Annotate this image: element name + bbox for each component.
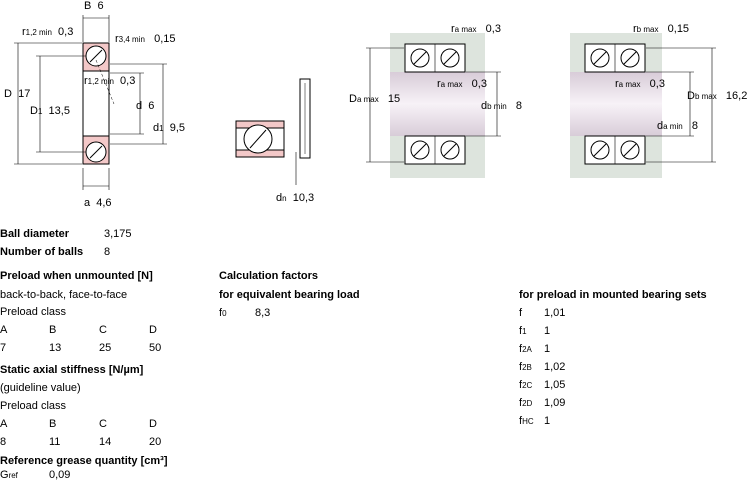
preload-subtitle: back-to-back, face-to-face: [0, 289, 128, 301]
stiffness-subtitle: (guideline value): [0, 382, 81, 394]
dim-r12-inner: r1,2 min 0,3: [84, 75, 136, 87]
stiffness-value-d: 20: [149, 436, 162, 448]
stiffness-value-b: 11: [49, 436, 61, 448]
stiffness-class-c: C: [99, 418, 107, 430]
stiffness-value-a: 8: [0, 436, 7, 448]
preload-value-b: 13: [49, 342, 62, 354]
dim-Da-max: Da max 15: [349, 93, 401, 105]
preload-factor-symbol: f2B: [519, 361, 532, 373]
calc-f0-symbol: f0: [219, 307, 227, 319]
dim-Db-max: Db max 16,2: [687, 90, 748, 102]
preload-factor-value: 1,01: [544, 307, 566, 319]
preload-value-d: 50: [149, 342, 162, 354]
calc-f0-value: 8,3: [255, 307, 271, 319]
stiffness-class-label: Preload class: [0, 400, 67, 412]
preload-factor-value: 1: [544, 325, 551, 337]
dim-a: a 4,6: [84, 197, 112, 209]
ball-diameter-label: Ball diameter: [0, 228, 70, 240]
dim-rb-max: rb max 0,15: [633, 23, 690, 35]
dim-da-min: da min 8: [657, 120, 698, 132]
dim-ra-max-b: ra max 0,3: [615, 78, 665, 90]
dim-ra-max-top: ra max 0,3: [451, 23, 501, 35]
stiffness-value-c: 14: [99, 436, 112, 448]
bearing-section-drawing: [14, 15, 167, 190]
stiffness-class-a: A: [0, 418, 8, 430]
stiffness-title: Static axial stiffness [N/µm]: [0, 364, 144, 376]
calc-subtitle: for equivalent bearing load: [219, 289, 360, 301]
dim-ra-max-mid: ra max 0,3: [437, 78, 487, 90]
dim-D1: D1 13,5: [30, 105, 70, 117]
preload-factor-symbol: f2C: [519, 379, 533, 391]
grease-value: 0,09: [49, 469, 71, 481]
preload-factor-symbol: f1: [519, 325, 527, 337]
preload-factor-value: 1: [544, 415, 551, 427]
bearing-drawings: [14, 15, 716, 190]
dim-d1: d1 9,5: [153, 122, 185, 134]
dim-B: B 6: [84, 0, 104, 12]
preload-factors-title: for preload in mounted bearing sets: [519, 289, 707, 301]
preload-factor-value: 1,09: [544, 397, 566, 409]
stiffness-class-b: B: [49, 418, 57, 430]
preload-factor-value: 1,05: [544, 379, 566, 391]
preload-class-d: D: [149, 324, 157, 336]
preload-factor-symbol: f2D: [519, 397, 533, 409]
grease-title: Reference grease quantity [cm³]: [0, 455, 168, 467]
ball-diameter-value: 3,175: [104, 228, 132, 240]
preload-factor-symbol: fHC: [519, 415, 534, 427]
preload-factor-symbol: f: [519, 307, 523, 319]
dim-r12: r1,2 min 0,3: [22, 26, 74, 38]
mounting-drawing-b: [570, 33, 716, 178]
preload-class-c: C: [99, 324, 107, 336]
stiffness-class-d: D: [149, 418, 157, 430]
number-of-balls-value: 8: [104, 246, 111, 258]
dim-db-min: db min 8: [481, 100, 522, 112]
dim-d: d 6: [136, 100, 155, 112]
preload-factor-value: 1,02: [544, 361, 566, 373]
preload-title: Preload when unmounted [N]: [0, 270, 153, 282]
preload-factor-value: 1: [544, 343, 551, 355]
preload-factor-symbol: f2A: [519, 343, 532, 355]
calc-title: Calculation factors: [219, 270, 319, 282]
preload-class-label: Preload class: [0, 306, 67, 318]
seal-drawing: [235, 78, 311, 185]
dim-D: D 17: [4, 88, 31, 100]
preload-value-a: 7: [0, 342, 7, 354]
preload-value-c: 25: [99, 342, 112, 354]
preload-class-b: B: [49, 324, 57, 336]
dim-r34: r3,4 min 0,15: [115, 33, 176, 45]
preload-class-a: A: [0, 324, 8, 336]
dim-dn: dn 10,3: [276, 192, 315, 204]
number-of-balls-label: Number of balls: [0, 246, 84, 258]
grease-symbol: Gref: [0, 469, 18, 481]
mounting-drawing-a: [366, 33, 501, 178]
